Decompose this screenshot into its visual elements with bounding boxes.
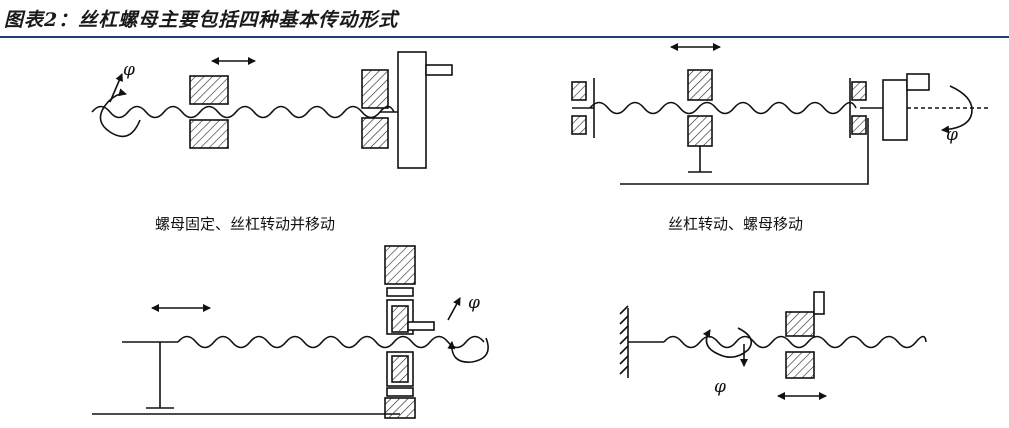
rotation-arrow: [941, 85, 973, 134]
bearing-left-top: [571, 81, 587, 101]
moving-nut-bottom: [687, 115, 713, 147]
moving-nut-top: [687, 69, 713, 101]
bearing-left-bottom: [571, 115, 587, 135]
bearing-right-top: [851, 81, 867, 101]
gear-block: [882, 79, 908, 141]
fixed-nut-bottom: [189, 119, 229, 149]
rotation-arrow: [702, 327, 753, 358]
shaft-stub: [425, 64, 453, 76]
phi-symbol: φ: [468, 293, 480, 313]
diagram-nut-fixed: [91, 51, 453, 169]
rotating-nut-bottom: [391, 355, 409, 383]
rotation-arrow: [99, 88, 141, 138]
phi-symbol: φ: [714, 377, 726, 397]
figure-header: 图表2：丝杠螺母主要包括四种基本传动形式: [0, 0, 1009, 40]
bearing-bottom: [361, 117, 389, 149]
bearing-top: [384, 245, 416, 285]
fixed-nut-top: [189, 75, 229, 105]
screw-thread: [91, 105, 395, 119]
title-divider: [0, 36, 1009, 38]
bearing-right-bottom: [851, 115, 867, 135]
diagram-nut-rotates: [92, 245, 489, 419]
phi-symbol: φ: [946, 125, 958, 145]
screw-thread: [589, 101, 857, 115]
caption-nut-fixed: 螺母固定、丝杠转动并移动: [155, 215, 336, 233]
nut-top: [785, 311, 815, 337]
diagram-screw-fixed: [619, 291, 927, 400]
figure-title: 图表2：丝杠螺母主要包括四种基本传动形式: [4, 9, 399, 31]
gear-block: [397, 51, 427, 169]
bearing-top: [361, 69, 389, 109]
diagram-screw-rotates: [571, 43, 990, 185]
bearing-bottom: [384, 397, 416, 419]
caption-screw-rotates: 丝杠转动、螺母移动: [668, 215, 804, 233]
screw-thread: [663, 335, 927, 349]
rotation-arrow: [447, 337, 489, 363]
nut-bottom: [785, 351, 815, 379]
screw-thread: [177, 335, 485, 349]
shaft-stub: [906, 73, 930, 91]
phi-symbol: φ: [123, 60, 135, 80]
base-frame: [620, 118, 869, 185]
rotating-nut-top: [391, 305, 409, 333]
